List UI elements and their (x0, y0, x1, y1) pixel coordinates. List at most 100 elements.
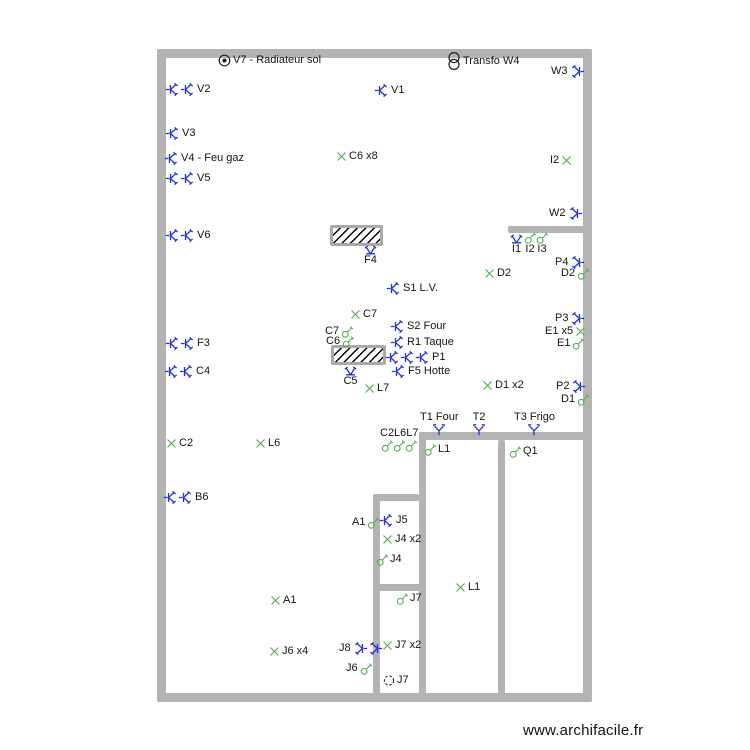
green-x-icon (269, 646, 280, 657)
plan-item-d2-room[interactable]: D2 (484, 268, 511, 279)
plan-item-j8[interactable]: J8 (339, 641, 383, 656)
symbol-group (482, 380, 493, 391)
plan-item-v6[interactable]: V6 (165, 228, 210, 243)
plan-item-l6[interactable]: L6 (255, 438, 280, 449)
item-label: S2 Four (407, 320, 447, 332)
plan-item-s2[interactable]: S2 Four (390, 319, 446, 334)
plan-item-j7-socket[interactable]: J7 (396, 592, 422, 605)
lamp-right-icon (165, 336, 180, 351)
symbol-group (396, 592, 408, 605)
plan-item-j4[interactable]: J4 (376, 553, 402, 566)
plan-item-v2[interactable]: V2 (165, 82, 210, 97)
item-label: D1 x2 (495, 379, 524, 391)
plan-item-c6-x8[interactable]: C6 x8 (336, 151, 378, 162)
plan-item-t1[interactable]: T1 Four (420, 412, 459, 436)
plan-item-f5[interactable]: F5 Hotte (391, 364, 450, 379)
item-label: P4 (555, 256, 569, 268)
plan-item-d1[interactable]: D1 (561, 393, 590, 406)
plan-item-v7[interactable]: V7 - Radiateur sol (218, 54, 321, 67)
symbol-group (165, 82, 195, 97)
plan-item-f4[interactable]: F4 (363, 242, 378, 266)
plan-item-l7[interactable]: L7 (364, 383, 389, 394)
symbol-group (165, 126, 180, 141)
plan-item-i2[interactable]: I2 (524, 231, 536, 255)
plan-item-p3[interactable]: P3 (555, 311, 585, 326)
plan-item-t3[interactable]: T3 Frigo (514, 412, 555, 436)
item-label: S1 L.V. (403, 282, 439, 294)
lamp-up-icon (363, 242, 378, 255)
item-label: L1 (468, 581, 481, 593)
plan-item-p4[interactable]: P4 (555, 255, 585, 270)
symbol-group (509, 445, 521, 458)
symbol-group (269, 646, 280, 657)
plan-item-j6-x4[interactable]: J6 x4 (269, 646, 308, 657)
symbol-group (343, 363, 358, 376)
plan-item-v3[interactable]: V3 (165, 126, 195, 141)
plan-item-w3[interactable]: W3 (551, 64, 585, 79)
green-x-icon (482, 380, 493, 391)
symbol-group (577, 267, 590, 280)
plan-item-i3[interactable]: I3 (536, 231, 548, 255)
plan-item-j5[interactable]: J5 (379, 513, 408, 528)
item-label: R1 Taque (407, 336, 454, 348)
item-label: D1 (561, 393, 576, 405)
plan-item-i2-top[interactable]: I2 (550, 155, 572, 166)
plan-item-a1-x[interactable]: A1 (270, 595, 296, 606)
plan-item-t2[interactable]: T2 (472, 412, 486, 436)
symbol-group (363, 242, 378, 255)
plan-item-c6-socket[interactable]: C6 (326, 335, 355, 348)
plan-item-a1-socket[interactable]: A1 (352, 516, 380, 529)
plan-item-c7-x[interactable]: C7 (350, 309, 377, 320)
wall-segment (157, 49, 592, 58)
plan-item-s1[interactable]: S1 L.V. (386, 281, 438, 296)
plan-item-transfo-w4[interactable]: Transfo W4 (447, 51, 519, 71)
plan-item-f3[interactable]: F3 (165, 336, 210, 351)
item-label: C2 (179, 437, 194, 449)
plan-item-c2l6l7[interactable]: C2L6L7 (380, 428, 419, 452)
plan-item-q1[interactable]: Q1 (509, 445, 538, 458)
item-label: Transfo W4 (463, 54, 520, 67)
symbol-group (367, 516, 380, 529)
transfo-icon (447, 51, 461, 71)
plan-item-j4-x2[interactable]: J4 x2 (382, 534, 421, 545)
plan-item-j7-x2[interactable]: J7 x2 (382, 640, 421, 651)
plan-item-j6[interactable]: J6 (346, 662, 372, 675)
plan-item-c5[interactable]: C5 (343, 363, 358, 387)
plan-item-d2-wall[interactable]: D2 (561, 267, 590, 280)
symbol-group (572, 337, 585, 350)
plan-item-v5[interactable]: V5 (165, 171, 210, 186)
plan-item-b6[interactable]: B6 (163, 490, 208, 505)
item-label: C7 (363, 308, 378, 320)
symbol-group (524, 231, 536, 244)
plan-item-p1[interactable]: P1 (385, 350, 445, 365)
plan-item-v1[interactable]: V1 (374, 83, 404, 98)
item-label: A1 (352, 516, 366, 528)
lamp-left-icon (568, 206, 583, 221)
item-label: J5 (396, 514, 408, 526)
plan-item-l1-socket[interactable]: L1 (424, 443, 450, 456)
item-label: J4 x2 (395, 533, 422, 545)
plan-item-v4[interactable]: V4 - Feu gaz (164, 151, 244, 166)
plan-item-r1[interactable]: R1 Taque (390, 335, 454, 350)
symbol-group (527, 423, 541, 436)
symbol-group (164, 151, 179, 166)
plan-item-e1[interactable]: E1 (557, 337, 585, 350)
item-label: P3 (555, 312, 569, 324)
plan-item-p2[interactable]: P2 (556, 379, 586, 394)
plan-item-e1-x5[interactable]: E1 x5 (545, 326, 586, 337)
plan-item-j7-dash[interactable]: J7 (383, 674, 409, 687)
plan-item-c2[interactable]: C2 (166, 438, 193, 449)
plan-item-i1[interactable]: I1 (509, 231, 524, 255)
symbol-group (571, 379, 586, 394)
symbol-group (381, 439, 418, 452)
plan-item-d1-x2[interactable]: D1 x2 (482, 380, 524, 391)
plan-item-w2[interactable]: W2 (549, 206, 583, 221)
item-label: F5 Hotte (408, 365, 451, 377)
lamp-left-icon (571, 379, 586, 394)
fork-down-icon (472, 423, 486, 436)
lamp-right-icon (180, 82, 195, 97)
plan-item-c7-socket[interactable]: C7 (325, 325, 354, 338)
plan-item-c4[interactable]: C4 (164, 364, 210, 379)
plan-item-l1-x[interactable]: L1 (455, 582, 480, 593)
